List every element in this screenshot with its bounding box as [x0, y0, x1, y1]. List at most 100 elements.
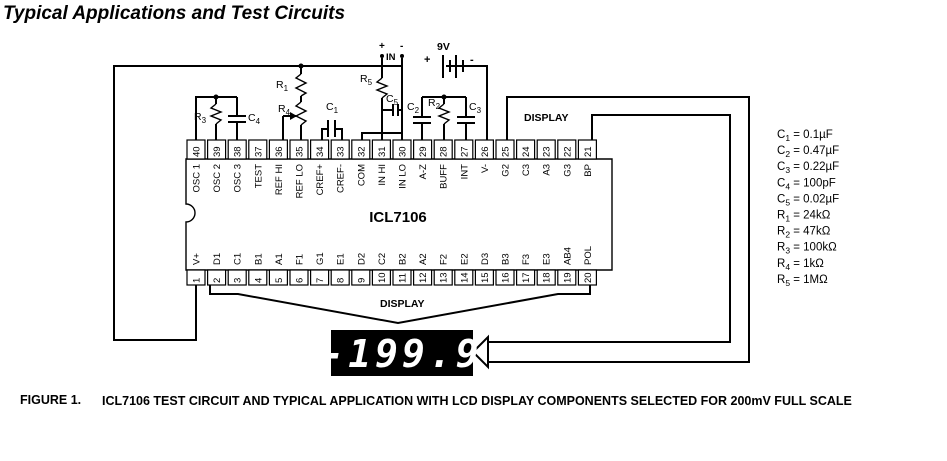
chip-pin-9: 9 D2 [351, 253, 371, 286]
chip-pin-30: 30 IN LO [392, 139, 412, 189]
pin-label: C2 [377, 253, 388, 265]
pin-label: G3 [562, 164, 573, 177]
value-c1: C1 = 0.1µF [777, 129, 833, 143]
pin-number: 27 [459, 146, 470, 157]
pin-number: 16 [501, 272, 512, 283]
r1-resistor [294, 63, 308, 102]
pin-number: 4 [253, 278, 264, 283]
pin-number: 1 [192, 278, 203, 283]
pin-label: D3 [480, 253, 491, 265]
chip-pin-8: 8 E1 [330, 253, 350, 286]
pin-number: 8 [336, 278, 347, 283]
pin-number: 28 [439, 146, 450, 157]
pin-label: A1 [274, 253, 285, 265]
battery-voltage-label: 9V [437, 41, 450, 53]
pin-label: B2 [398, 253, 409, 265]
pin-label: A-Z [418, 164, 429, 180]
chip-pin-26: 26V- [474, 139, 494, 173]
pin-label: REF HI [274, 164, 285, 195]
pin-label: E1 [336, 253, 347, 265]
pin-label: CREF+ [315, 164, 326, 196]
pin-number: 3 [233, 278, 244, 283]
pin-label: IN LO [398, 164, 409, 189]
pin-label: B1 [253, 253, 264, 265]
pin-number: 26 [480, 146, 491, 157]
lcd-display [331, 330, 473, 376]
value-c2: C2 = 0.47µF [777, 145, 839, 159]
pin-label: F1 [295, 254, 306, 265]
pin-number: 30 [398, 146, 409, 157]
pin-number: 33 [336, 146, 347, 157]
c1-capacitor [321, 120, 343, 140]
oscillator-top-wire [195, 96, 237, 140]
display-bus-bottom [209, 285, 591, 325]
r3-resistor [209, 97, 223, 140]
pin-number: 5 [274, 278, 285, 283]
pin-number: 22 [562, 146, 573, 157]
display-label-bottom: DISPLAY [380, 298, 425, 310]
pin-label: OSC 3 [233, 164, 244, 193]
r4-potentiometer [282, 101, 308, 140]
battery-9v [401, 55, 487, 78]
pin-number: 7 [315, 278, 326, 283]
pin-label: G2 [501, 164, 512, 177]
value-c5: C5 = 0.02µF [777, 193, 839, 207]
chip-pin-5: 5 A1 [268, 253, 288, 286]
pin-label: A3 [542, 164, 553, 176]
r1-label: R1 [276, 79, 289, 93]
pin-number: 31 [377, 146, 388, 157]
pin-label: F3 [521, 254, 532, 265]
pin-number: 6 [295, 278, 306, 283]
pin-number: 32 [356, 146, 367, 157]
pin-number: 12 [418, 272, 429, 283]
pin-label: TEST [253, 164, 264, 188]
pin-label: B3 [501, 253, 512, 265]
pin-label: F2 [439, 254, 450, 265]
pin-label: COM [356, 164, 367, 186]
c5-label: C5 [386, 93, 399, 107]
display-bus-arrow [471, 334, 489, 370]
chip-pin-17: 17 F3 [515, 254, 536, 286]
r2-label: R2 [428, 97, 441, 111]
input-terminal-plus [380, 54, 384, 58]
pin-number: 17 [521, 272, 532, 283]
pin-label: V- [480, 164, 491, 173]
chip-pin-14: 14 E2 [454, 253, 474, 286]
value-c3: C3 = 0.22µF [777, 161, 839, 175]
pin-label: A2 [418, 253, 429, 265]
com-wire [361, 132, 402, 140]
value-r3: R3 = 100kΩ [777, 242, 837, 256]
value-r4: R4 = 1kΩ [777, 258, 824, 272]
value-r1: R1 = 24kΩ [777, 210, 831, 224]
pin-number: 15 [480, 272, 491, 283]
v-plus-wire [113, 65, 488, 341]
pin-label: C1 [233, 253, 244, 265]
pin-label: OSC 1 [192, 164, 203, 193]
pin-label: OSC 2 [212, 164, 223, 193]
pin-label: AB4 [562, 247, 573, 265]
chip-pin-15: 15 D3 [474, 253, 494, 286]
pin-label: C3 [521, 164, 532, 176]
pin-number: 9 [356, 278, 367, 283]
c3-label: C3 [469, 101, 482, 115]
pin-label: D2 [356, 253, 367, 265]
pin-number: 34 [315, 146, 326, 157]
pin-label: E2 [459, 253, 470, 265]
pin-number: 14 [459, 272, 470, 283]
input-label: IN [386, 52, 396, 63]
